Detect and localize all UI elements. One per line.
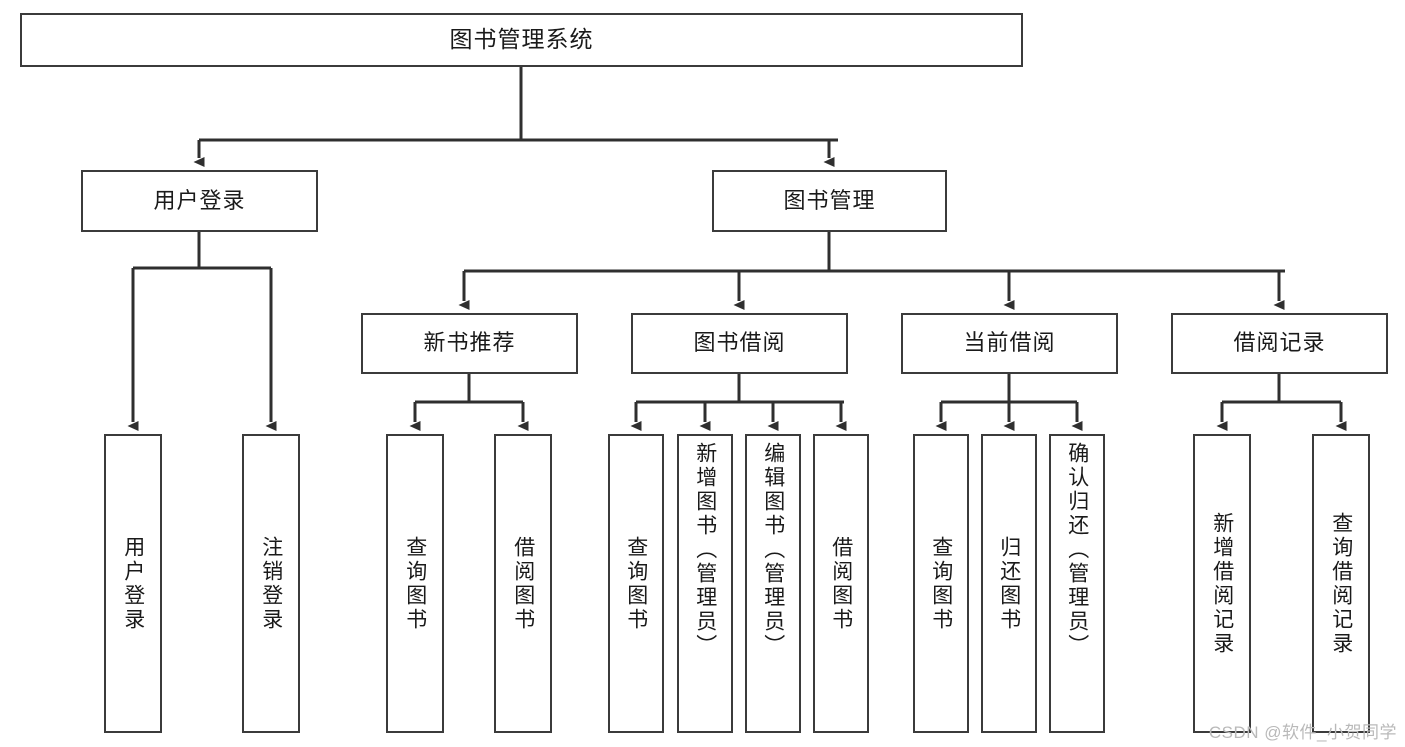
leaf-query-book-1-label: 查询图书 bbox=[403, 535, 427, 632]
leaf-confirm-return[interactable]: 确认归还（管理员） bbox=[1049, 434, 1105, 733]
leaf-borrow-book-2[interactable]: 借阅图书 bbox=[813, 434, 869, 733]
leaf-logout-label: 注销登录 bbox=[259, 535, 283, 632]
leaf-query-book-1[interactable]: 查询图书 bbox=[386, 434, 444, 733]
leaf-query-book-2-label: 查询图书 bbox=[624, 535, 648, 632]
leaf-confirm-return-label: 确认归还（管理员） bbox=[1065, 442, 1089, 658]
leaf-borrow-book-1[interactable]: 借阅图书 bbox=[494, 434, 552, 733]
node-user-login-label: 用户登录 bbox=[153, 187, 246, 213]
leaf-query-book-3-label: 查询图书 bbox=[929, 535, 953, 632]
leaf-return-book[interactable]: 归还图书 bbox=[981, 434, 1037, 733]
leaf-user-login-label: 用户登录 bbox=[121, 535, 145, 632]
node-user-login[interactable]: 用户登录 bbox=[81, 170, 318, 232]
node-book-manage[interactable]: 图书管理 bbox=[712, 170, 947, 232]
leaf-query-book-3[interactable]: 查询图书 bbox=[913, 434, 969, 733]
node-root-label: 图书管理系统 bbox=[449, 26, 594, 53]
leaf-return-book-label: 归还图书 bbox=[997, 535, 1021, 632]
leaf-query-record[interactable]: 查询借阅记录 bbox=[1312, 434, 1370, 733]
node-current-borrow-label: 当前借阅 bbox=[963, 330, 1056, 356]
leaf-logout[interactable]: 注销登录 bbox=[242, 434, 300, 733]
watermark-text: CSDN @软件_小贺同学 bbox=[1208, 723, 1397, 742]
leaf-query-record-label: 查询借阅记录 bbox=[1329, 511, 1353, 656]
leaf-edit-book-label: 编辑图书（管理员） bbox=[761, 442, 785, 658]
node-borrow-record-label: 借阅记录 bbox=[1233, 330, 1326, 356]
node-book-manage-label: 图书管理 bbox=[783, 187, 876, 213]
node-book-borrow-label: 图书借阅 bbox=[693, 330, 786, 356]
leaf-add-book[interactable]: 新增图书（管理员） bbox=[677, 434, 733, 733]
node-book-borrow[interactable]: 图书借阅 bbox=[631, 313, 848, 374]
node-current-borrow[interactable]: 当前借阅 bbox=[901, 313, 1118, 374]
leaf-add-record[interactable]: 新增借阅记录 bbox=[1193, 434, 1251, 733]
node-new-book-recommend[interactable]: 新书推荐 bbox=[361, 313, 578, 374]
leaf-add-book-label: 新增图书（管理员） bbox=[693, 442, 717, 658]
leaf-user-login[interactable]: 用户登录 bbox=[104, 434, 162, 733]
node-new-book-recommend-label: 新书推荐 bbox=[423, 330, 516, 356]
leaf-edit-book[interactable]: 编辑图书（管理员） bbox=[745, 434, 801, 733]
leaf-query-book-2[interactable]: 查询图书 bbox=[608, 434, 664, 733]
node-root[interactable]: 图书管理系统 bbox=[20, 13, 1023, 67]
node-borrow-record[interactable]: 借阅记录 bbox=[1171, 313, 1388, 374]
leaf-borrow-book-2-label: 借阅图书 bbox=[829, 535, 853, 632]
leaf-add-record-label: 新增借阅记录 bbox=[1210, 511, 1234, 656]
leaf-borrow-book-1-label: 借阅图书 bbox=[511, 535, 535, 632]
